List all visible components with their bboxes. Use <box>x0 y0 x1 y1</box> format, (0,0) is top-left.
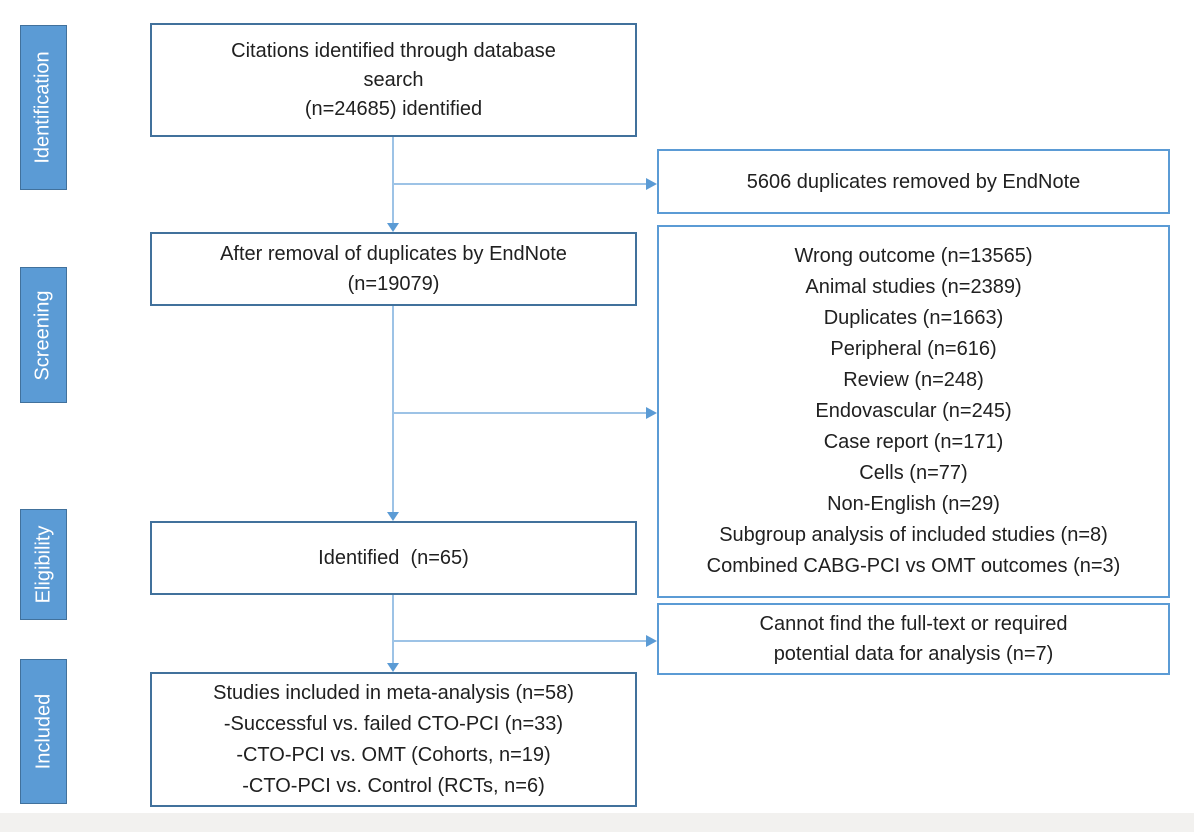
arrow-line-to-fulltext-missing <box>392 640 646 642</box>
arrowhead-down-eligibility <box>387 512 399 521</box>
box-line: Citations identified through database <box>231 39 556 62</box>
box-line: Animal studies (n=2389) <box>805 276 1022 298</box>
box-after-duplicate-removal: After removal of duplicates by EndNote (n… <box>150 232 637 306</box>
box-exclusion-reasons: Wrong outcome (n=13565) Animal studies (n… <box>657 225 1170 598</box>
arrow-line-citations-to-screening <box>392 137 394 223</box>
box-line: Combined CABG-PCI vs OMT outcomes (n=3) <box>706 555 1121 577</box>
stage-label-identification-text: Identification <box>32 51 55 164</box>
box-line: potential data for analysis (n=7) <box>773 643 1054 665</box>
stage-label-included: Included <box>20 659 67 804</box>
stage-label-eligibility-text: Eligibility <box>32 525 54 604</box>
box-line: Studies included in meta-analysis (n=58) <box>213 681 574 704</box>
box-line: After removal of duplicates by EndNote <box>220 243 567 265</box>
box-included-studies: Studies included in meta-analysis (n=58)… <box>150 672 637 807</box>
arrowhead-right-fulltext-missing <box>646 635 657 647</box>
box-line: -CTO-PCI vs. Control (RCTs, n=6) <box>242 774 545 797</box>
box-line: Case report (n=171) <box>823 431 1004 453</box>
box-line: Cells (n=77) <box>859 462 968 484</box>
box-line: Subgroup analysis of included studies (n… <box>719 524 1108 546</box>
arrow-line-to-duplicates-removed <box>392 183 646 185</box>
box-line: (n=19079) <box>347 273 440 295</box>
arrowhead-right-duplicates-removed <box>646 178 657 190</box>
box-line: Identified (n=65) <box>318 547 469 569</box>
box-line: Review (n=248) <box>843 369 984 391</box>
stage-label-eligibility: Eligibility <box>20 509 67 620</box>
arrow-line-to-exclusions <box>392 412 646 414</box>
box-fulltext-missing: Cannot find the full-text or required pot… <box>657 603 1170 675</box>
stage-label-screening-text: Screening <box>32 289 54 381</box>
arrowhead-right-exclusions <box>646 407 657 419</box>
stage-label-identification: Identification <box>20 25 67 190</box>
box-identified: Identified (n=65) <box>150 521 637 595</box>
box-line: search <box>363 68 424 91</box>
box-line: Endovascular (n=245) <box>815 400 1012 422</box>
arrowhead-down-included <box>387 663 399 672</box>
box-line: Non-English (n=29) <box>827 493 1000 515</box>
arrow-line-eligibility-to-included <box>392 595 394 663</box>
arrowhead-down-screening <box>387 223 399 232</box>
box-line: -Successful vs. failed CTO-PCI (n=33) <box>223 712 564 735</box>
arrow-line-screening-to-eligibility <box>392 306 394 512</box>
box-line: (n=24685) identified <box>304 97 483 120</box>
box-duplicates-removed: 5606 duplicates removed by EndNote <box>657 149 1170 214</box>
box-citations-identified: Citations identified through database sea… <box>150 23 637 137</box>
box-line: Peripheral (n=616) <box>830 338 997 360</box>
stage-label-included-text: Included <box>32 693 54 770</box>
stage-label-screening: Screening <box>20 267 67 403</box>
box-line: Cannot find the full-text or required <box>759 613 1068 635</box>
box-line: -CTO-PCI vs. OMT (Cohorts, n=19) <box>236 743 551 766</box>
page-bottom-strip <box>0 813 1194 832</box>
box-line: 5606 duplicates removed by EndNote <box>746 170 1081 193</box>
box-line: Duplicates (n=1663) <box>823 307 1004 329</box>
box-line: Wrong outcome (n=13565) <box>794 245 1033 267</box>
